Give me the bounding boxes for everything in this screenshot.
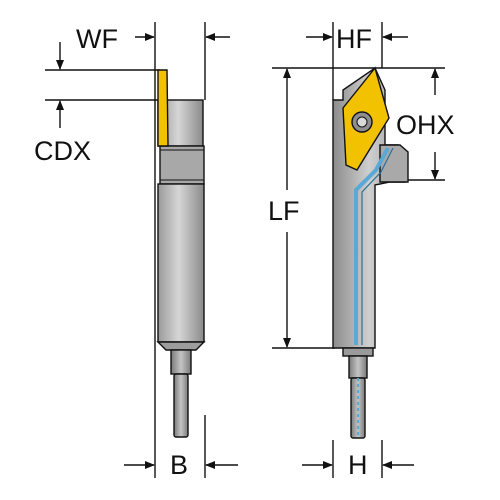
insert-screw-center xyxy=(356,116,368,128)
lf-label: LF xyxy=(268,196,300,226)
left-insert xyxy=(157,69,169,147)
right-connector xyxy=(342,347,374,357)
right-neck xyxy=(348,355,368,379)
hf-label: HF xyxy=(336,24,372,54)
coolant-channel-edge xyxy=(361,147,394,345)
left-view: WF CDX B xyxy=(34,22,238,480)
h-label: H xyxy=(348,450,368,480)
right-view: HF OHX LF H xyxy=(268,22,455,480)
left-shank xyxy=(157,183,205,343)
left-shank-taper xyxy=(156,341,206,351)
ohx-label: OHX xyxy=(396,110,455,140)
left-neck xyxy=(170,349,192,375)
wf-label: WF xyxy=(76,24,118,54)
coolant-channel xyxy=(354,147,390,345)
left-stem xyxy=(173,373,189,438)
right-clamp-block xyxy=(379,144,409,183)
b-label: B xyxy=(170,450,188,480)
left-collar xyxy=(159,145,205,185)
cdx-label: CDX xyxy=(34,136,91,166)
